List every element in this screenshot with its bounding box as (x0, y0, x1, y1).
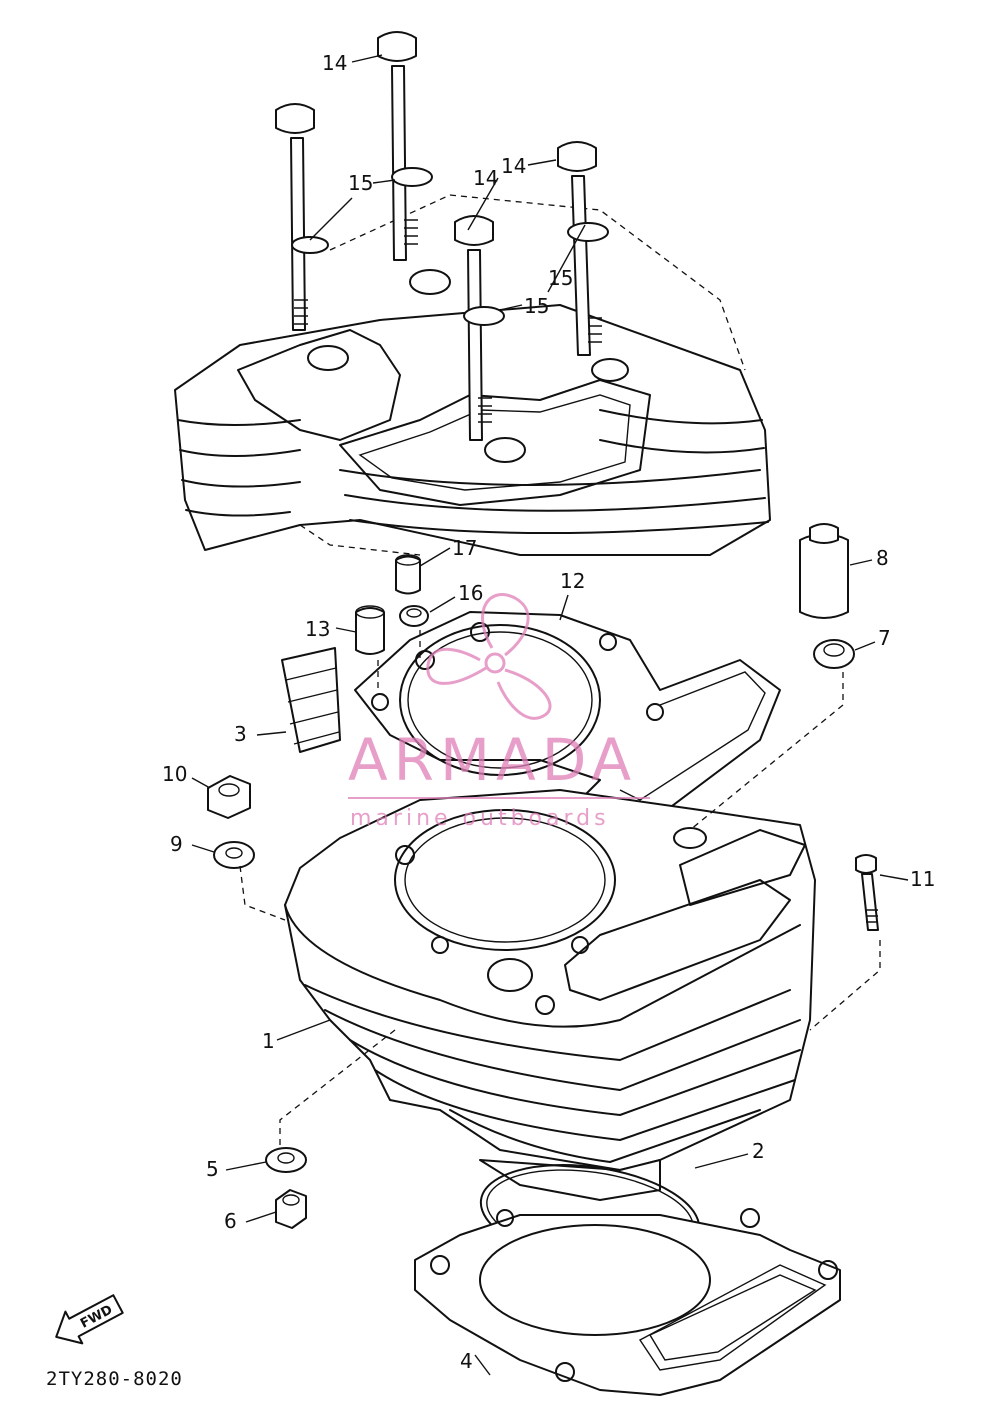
nut-6 (275, 1189, 307, 1229)
head-bolt-front-right (454, 215, 505, 441)
callout-16: 16 (458, 581, 483, 605)
callout-11: 11 (910, 867, 935, 891)
oring-16 (399, 605, 429, 627)
leader-lines (191, 54, 909, 1376)
callout-7: 7 (878, 626, 891, 650)
cylinder-block-1 (284, 789, 816, 1201)
guide-3 (281, 647, 341, 753)
callout-2: 2 (752, 1139, 765, 1163)
oring-7 (813, 639, 855, 669)
callout-5: 5 (206, 1157, 219, 1181)
callout-14-b: 14 (501, 154, 526, 178)
callout-8: 8 (876, 546, 889, 570)
callout-4: 4 (460, 1349, 473, 1373)
diagram-code: 2TY280-8020 (46, 1368, 183, 1390)
stud-bolt-11 (855, 854, 879, 931)
washer-5 (265, 1147, 307, 1173)
dowel-pin-8 (799, 523, 849, 619)
base-gasket-4 (414, 1208, 841, 1396)
watermark-brand: ARMADA (348, 726, 637, 794)
watermark-tagline: marine outboards (350, 806, 610, 831)
dowel-pin-13 (355, 605, 385, 655)
dowel-pin-17 (395, 554, 421, 595)
watermark-propeller-logo (426, 593, 552, 720)
callout-12: 12 (560, 569, 585, 593)
callout-9: 9 (170, 832, 183, 856)
head-bolt-front-left (275, 103, 329, 331)
callout-labels: 14 14 15 15 14 15 17 16 12 13 8 7 3 10 9… (162, 51, 935, 1373)
watermark: ARMADA marine outboards (348, 593, 650, 831)
callout-13: 13 (305, 617, 330, 641)
callout-3: 3 (234, 722, 247, 746)
callout-14-a: 14 (322, 51, 347, 75)
callout-15-b: 15 (524, 294, 549, 318)
callout-15-a: 15 (348, 171, 373, 195)
head-bolt-rear-left (377, 31, 433, 261)
forward-arrow: FWD (55, 1294, 124, 1345)
nut-10 (207, 775, 251, 819)
head-gasket-12 (354, 611, 781, 871)
callout-14-c: 14 (473, 166, 498, 190)
callout-15-c: 15 (548, 266, 573, 290)
callout-17: 17 (452, 536, 477, 560)
callout-1: 1 (262, 1029, 275, 1053)
washer-9 (213, 841, 255, 869)
callout-10: 10 (162, 762, 187, 786)
callout-6: 6 (224, 1209, 237, 1233)
